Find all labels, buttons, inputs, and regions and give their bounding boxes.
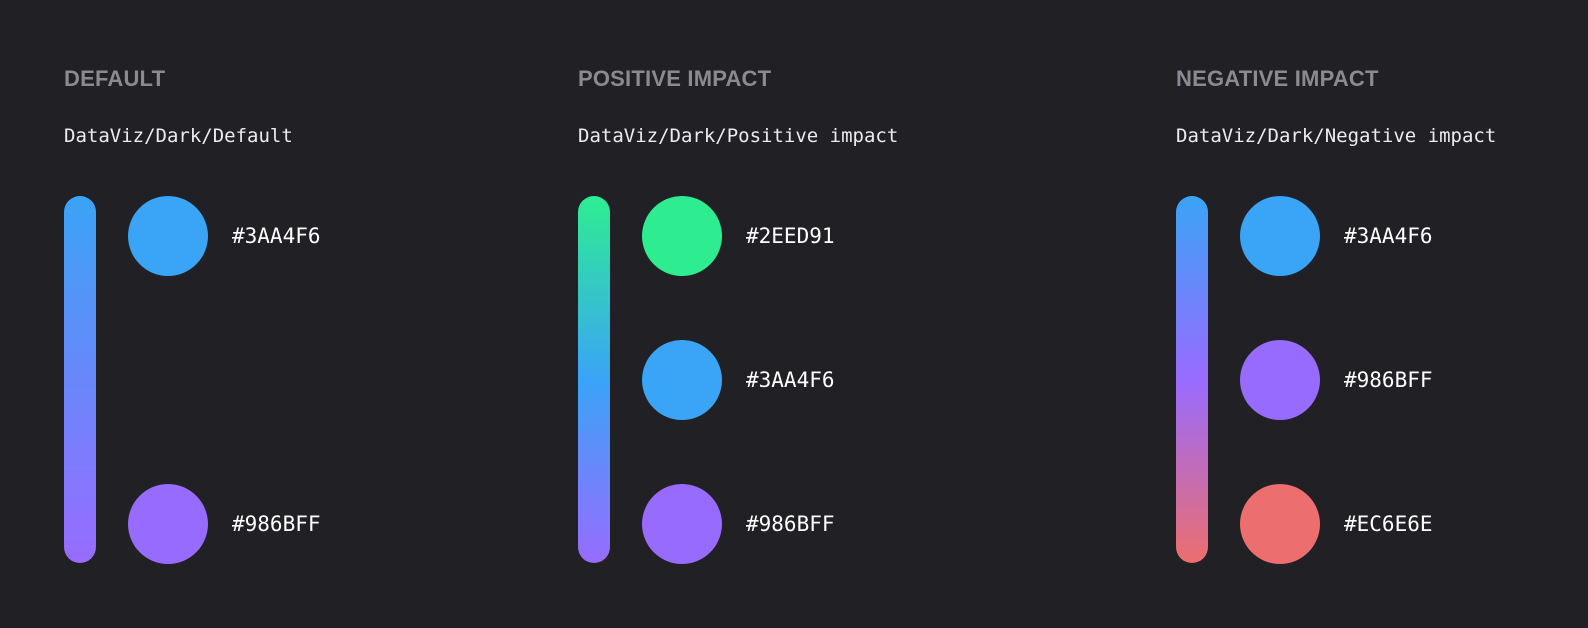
color-swatch <box>128 196 208 276</box>
color-swatch <box>1240 484 1320 564</box>
hex-label: #2EED91 <box>746 224 835 248</box>
color-swatch <box>1240 196 1320 276</box>
hex-label: #986BFF <box>746 512 835 536</box>
color-swatch <box>642 484 722 564</box>
hex-label: #3AA4F6 <box>746 368 835 392</box>
palette-title: NEGATIVE IMPACT <box>1176 66 1379 91</box>
color-swatch <box>642 340 722 420</box>
token-name: DataViz/Dark/Positive impact <box>578 125 899 147</box>
palette-title: DEFAULT <box>64 66 166 91</box>
hex-label: #EC6E6E <box>1344 512 1433 536</box>
color-swatch <box>642 196 722 276</box>
hex-label: #986BFF <box>1344 368 1433 392</box>
color-swatch <box>128 484 208 564</box>
color-swatch <box>1240 340 1320 420</box>
gradient-bar <box>578 196 610 563</box>
token-name: DataViz/Dark/Negative impact <box>1176 125 1497 147</box>
hex-label: #3AA4F6 <box>232 224 321 248</box>
hex-label: #986BFF <box>232 512 321 536</box>
hex-label: #3AA4F6 <box>1344 224 1433 248</box>
gradient-bar <box>1176 196 1208 563</box>
gradient-bar <box>64 196 96 563</box>
palette-title: POSITIVE IMPACT <box>578 66 772 91</box>
token-name: DataViz/Dark/Default <box>64 125 293 147</box>
